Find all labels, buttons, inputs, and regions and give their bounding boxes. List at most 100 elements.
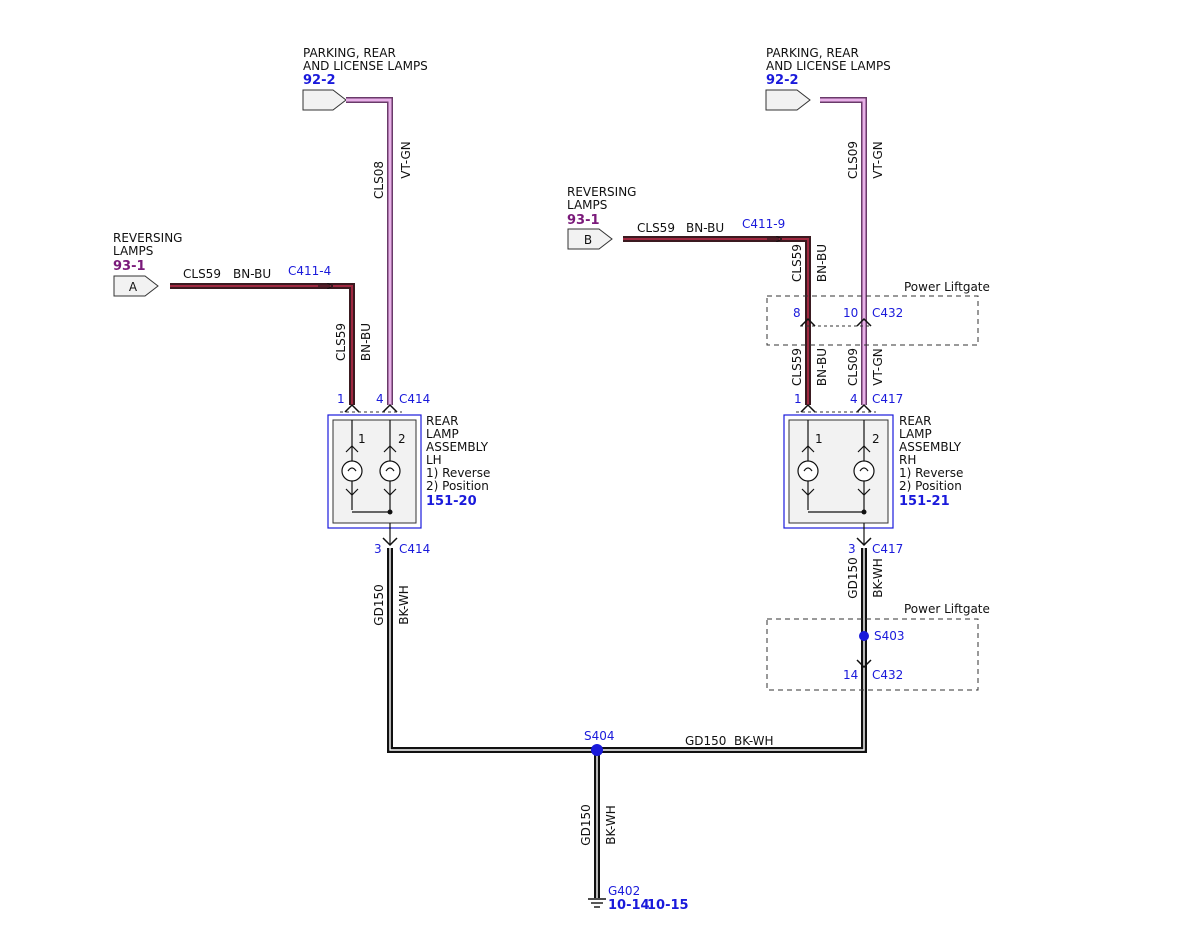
left-h-color: BN-BU	[233, 267, 271, 281]
right-assembly-text: REAR LAMP ASSEMBLY RH 1) Reverse 2) Posi…	[899, 414, 963, 509]
right-wire-vt-gn[interactable]	[820, 97, 867, 405]
right-connector-letter: B	[584, 233, 592, 247]
left-parking-connector[interactable]	[302, 89, 347, 111]
right-parking-connector[interactable]	[765, 89, 811, 111]
right-bulbs	[797, 420, 875, 513]
right-gd150-label: GD150	[846, 557, 860, 598]
svg-text:2) Position: 2) Position	[899, 479, 962, 493]
right-reversing-label: REVERSING LAMPS 93-1	[567, 185, 636, 228]
left-bulbs	[341, 420, 401, 513]
svg-text:93-1: 93-1	[113, 259, 146, 274]
splice-s404[interactable]	[591, 744, 603, 756]
left-c411-label: C411-4	[288, 264, 331, 278]
right-reversing-connector[interactable]	[567, 228, 613, 250]
left-wire-vt-gn[interactable]	[346, 97, 393, 405]
right-cls59-bot-label: CLS59	[790, 348, 804, 386]
splice-s403-label: S403	[874, 629, 905, 643]
svg-text:LH: LH	[426, 453, 442, 467]
left-pin4: 4	[376, 392, 384, 406]
right-c411-label: C411-9	[742, 217, 785, 231]
svg-text:ASSEMBLY: ASSEMBLY	[899, 440, 962, 454]
right-bnbu-top-label: BN-BU	[815, 244, 829, 282]
liftgate-pin8: 8	[793, 306, 801, 320]
svg-text:2) Position: 2) Position	[426, 479, 489, 493]
left-bkwh-label: BK-WH	[397, 585, 411, 625]
left-pin3: 3	[374, 542, 382, 556]
right-ground-wire[interactable]	[597, 548, 867, 753]
svg-text:REAR: REAR	[899, 414, 931, 428]
left-bnbu-v-label: BN-BU	[359, 323, 373, 361]
right-vtgn-top-label: VT-GN	[871, 141, 885, 178]
left-c414-top: C414	[399, 392, 430, 406]
splice-s403[interactable]	[859, 631, 869, 641]
svg-text:REVERSING: REVERSING	[567, 185, 636, 199]
splice-s404-label: S404	[584, 729, 615, 743]
left-assembly-text: REAR LAMP ASSEMBLY LH 1) Reverse 2) Posi…	[426, 414, 490, 509]
left-gd150-label: GD150	[372, 584, 386, 625]
right-bkwh-label: BK-WH	[871, 558, 885, 598]
left-bulb1-num: 1	[358, 432, 366, 446]
right-h-color: BN-BU	[686, 221, 724, 235]
liftgate-c432-top: C432	[872, 306, 903, 320]
ground-ref2: 10-15	[647, 898, 689, 913]
svg-text:AND LICENSE LAMPS: AND LICENSE LAMPS	[766, 59, 891, 73]
svg-text:ASSEMBLY: ASSEMBLY	[426, 440, 489, 454]
right-bnbu-bot-label: BN-BU	[815, 348, 829, 386]
liftgate-pin14: 14	[843, 668, 858, 682]
left-parking-label: PARKING, REAR AND LICENSE LAMPS 92-2	[303, 46, 428, 88]
right-c417-bot: C417	[872, 542, 903, 556]
svg-text:92-2: 92-2	[303, 73, 336, 88]
right-bulb2-num: 2	[872, 432, 880, 446]
ground-ref1: 10-14	[608, 898, 650, 913]
svg-text:1) Reverse: 1) Reverse	[899, 466, 963, 480]
svg-text:93-1: 93-1	[567, 213, 600, 228]
svg-text:LAMP: LAMP	[426, 427, 459, 441]
svg-text:LAMPS: LAMPS	[567, 198, 607, 212]
liftgate-c432-bot: C432	[872, 668, 903, 682]
bottom-gd150-label: GD150	[579, 804, 593, 845]
left-h-circuit: CLS59	[183, 267, 221, 281]
left-c414-bot: C414	[399, 542, 430, 556]
right-c417-top: C417	[872, 392, 903, 406]
liftgate-bot-title: Power Liftgate	[904, 602, 990, 616]
right-pin3: 3	[848, 542, 856, 556]
left-assembly-outline	[327, 414, 422, 529]
right-parking-label: PARKING, REAR AND LICENSE LAMPS 92-2	[766, 46, 891, 88]
right-h-circuit: CLS59	[637, 221, 675, 235]
right-bulb1-num: 1	[815, 432, 823, 446]
ground-g402-label: G402	[608, 884, 640, 898]
svg-text:AND LICENSE LAMPS: AND LICENSE LAMPS	[303, 59, 428, 73]
right-cls09-bot-label: CLS09	[846, 348, 860, 386]
left-ground-wire[interactable]	[387, 548, 597, 753]
left-assembly-junction	[387, 509, 393, 515]
left-cls59-v-label: CLS59	[334, 323, 348, 361]
svg-text:151-20: 151-20	[426, 494, 477, 509]
svg-text:92-2: 92-2	[766, 73, 799, 88]
right-vtgn-bot-label: VT-GN	[871, 348, 885, 385]
bottom-h-circuit: GD150	[685, 734, 726, 748]
svg-text:PARKING, REAR: PARKING, REAR	[766, 46, 859, 60]
right-wire-bn-bu[interactable]	[623, 236, 811, 405]
left-reversing-connector[interactable]	[113, 275, 159, 297]
liftgate-top-box	[766, 295, 979, 346]
svg-text:REAR: REAR	[426, 414, 458, 428]
svg-text:REVERSING: REVERSING	[113, 231, 182, 245]
svg-text:LAMPS: LAMPS	[113, 244, 153, 258]
liftgate-bot-box	[766, 618, 979, 691]
liftgate-pin10: 10	[843, 306, 858, 320]
right-cls59-top-label: CLS59	[790, 244, 804, 282]
svg-text:LAMP: LAMP	[899, 427, 932, 441]
right-assembly-junction	[861, 509, 867, 515]
liftgate-top-title: Power Liftgate	[904, 280, 990, 294]
left-reversing-label: REVERSING LAMPS 93-1	[113, 231, 182, 274]
left-pin1: 1	[337, 392, 345, 406]
right-pin4: 4	[850, 392, 858, 406]
left-wire-bn-bu[interactable]	[170, 283, 355, 405]
ground-icon	[588, 898, 606, 908]
svg-text:151-21: 151-21	[899, 494, 950, 509]
right-pin1: 1	[794, 392, 802, 406]
left-connector-letter: A	[129, 280, 138, 294]
svg-text:RH: RH	[899, 453, 916, 467]
svg-text:PARKING, REAR: PARKING, REAR	[303, 46, 396, 60]
